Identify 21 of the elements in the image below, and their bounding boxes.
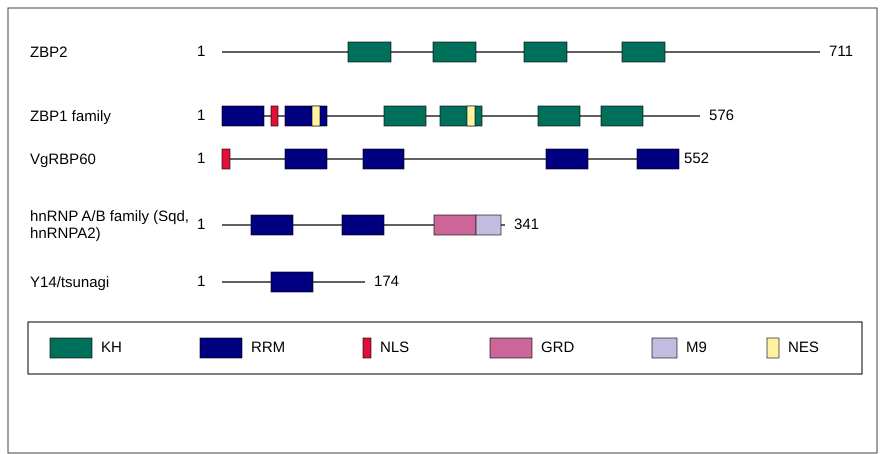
protein-name: hnRNP A/B family (Sqd, hnRNPA2)	[30, 208, 190, 242]
residue-number: 174	[374, 273, 400, 290]
residue-number: 1	[197, 273, 206, 290]
legend-label: KH	[101, 339, 122, 356]
protein-name: ZBP1 family	[30, 108, 111, 124]
legend-label: M9	[686, 339, 707, 356]
legend-label: NES	[788, 339, 819, 356]
residue-number: 341	[514, 216, 540, 233]
protein-name: Y14/tsunagi	[30, 274, 110, 290]
protein-name: VgRBP60	[30, 150, 96, 168]
residue-number: 711	[829, 43, 853, 60]
legend-label: RRM	[251, 339, 286, 356]
protein-name: ZBP2	[30, 44, 68, 60]
legend-label: NLS	[380, 339, 410, 356]
residue-number: 1	[197, 107, 206, 124]
residue-number: 576	[709, 107, 734, 124]
residue-number: 552	[684, 150, 710, 167]
residue-number: 1	[197, 216, 206, 233]
legend-label: GRD	[541, 339, 574, 356]
residue-number: 1	[197, 150, 206, 167]
residue-number: 1	[197, 43, 206, 60]
